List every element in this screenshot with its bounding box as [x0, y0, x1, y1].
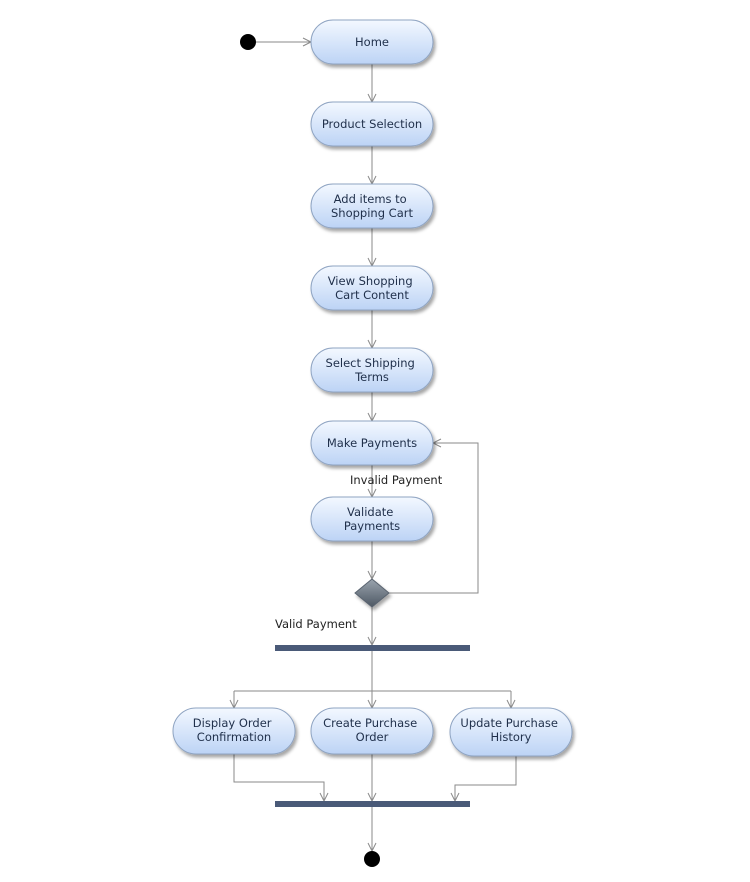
activity-label-line2: Cart Content [335, 288, 409, 302]
activity-create-purchase: Create Purchase Order [310, 707, 434, 755]
svg-text:Product Selection: Product Selection [322, 117, 422, 131]
activity-view-cart: View Shopping Cart Content [310, 265, 434, 311]
activity-make-payments: Make Payments [310, 420, 434, 466]
final-node [364, 851, 380, 867]
activity-label-line2: Terms [354, 370, 389, 384]
activity-label-line2: Payments [344, 519, 400, 533]
activity-label-line1: Create Purchase [323, 716, 417, 730]
svg-text:Make Payments: Make Payments [327, 436, 417, 450]
activity-home: Home [310, 19, 434, 65]
activity-validate-payments: Validate Payments [310, 496, 434, 542]
svg-text:Create Purchase Order: Create Purchase Order [323, 716, 421, 744]
svg-text:Home: Home [355, 35, 389, 49]
guard-valid-payment: Valid Payment [275, 617, 357, 631]
activity-label-line1: Add items to [334, 192, 407, 206]
activity-add-items: Add items to Shopping Cart [310, 183, 434, 229]
activity-label-line2: Shopping Cart [331, 206, 413, 220]
svg-text:Select Shipping Terms: Select Shipping Terms [326, 356, 419, 384]
guard-invalid-payment: Invalid Payment [350, 473, 443, 487]
activity-label-line2: Order [356, 730, 389, 744]
activity-label-line2: Confirmation [197, 730, 271, 744]
initial-node [240, 34, 256, 50]
activity-label-line2: History [491, 730, 532, 744]
svg-text:Add items to Shopping Ca: Add items to Shopping Cart [331, 192, 413, 220]
svg-text:Display Order Confirmati: Display Order Confirmation [193, 716, 275, 744]
activity-label-line1: Select Shipping [326, 356, 415, 370]
activity-label-line1: View Shopping [328, 274, 413, 288]
edge-display-join [233, 754, 325, 801]
join-bar [275, 801, 470, 807]
activity-label-line1: Update Purchase [460, 716, 558, 730]
activity-product-selection: Product Selection [310, 101, 434, 147]
activity-select-shipping: Select Shipping Terms [310, 347, 434, 393]
activity-label: Product Selection [322, 117, 422, 131]
svg-text:Update Purchase History: Update Purchase History [460, 716, 561, 744]
activity-display-order: Display Order Confirmation [172, 707, 296, 755]
edge-update-join [454, 756, 517, 801]
activity-label-line1: Display Order [193, 716, 272, 730]
decision-node [354, 578, 390, 608]
edge-invalid-loop [389, 442, 479, 594]
edges [229, 37, 517, 853]
activity-label: Make Payments [327, 436, 417, 450]
svg-text:View Shopping Cart Conte: View Shopping Cart Content [328, 274, 417, 302]
activity-label: Home [355, 35, 389, 49]
fork-bar [275, 645, 470, 651]
activity-label-line1: Validate [347, 505, 393, 519]
svg-text:Validate Payments: Validate Payments [344, 505, 400, 533]
activity-update-history: Update Purchase History [449, 707, 573, 757]
